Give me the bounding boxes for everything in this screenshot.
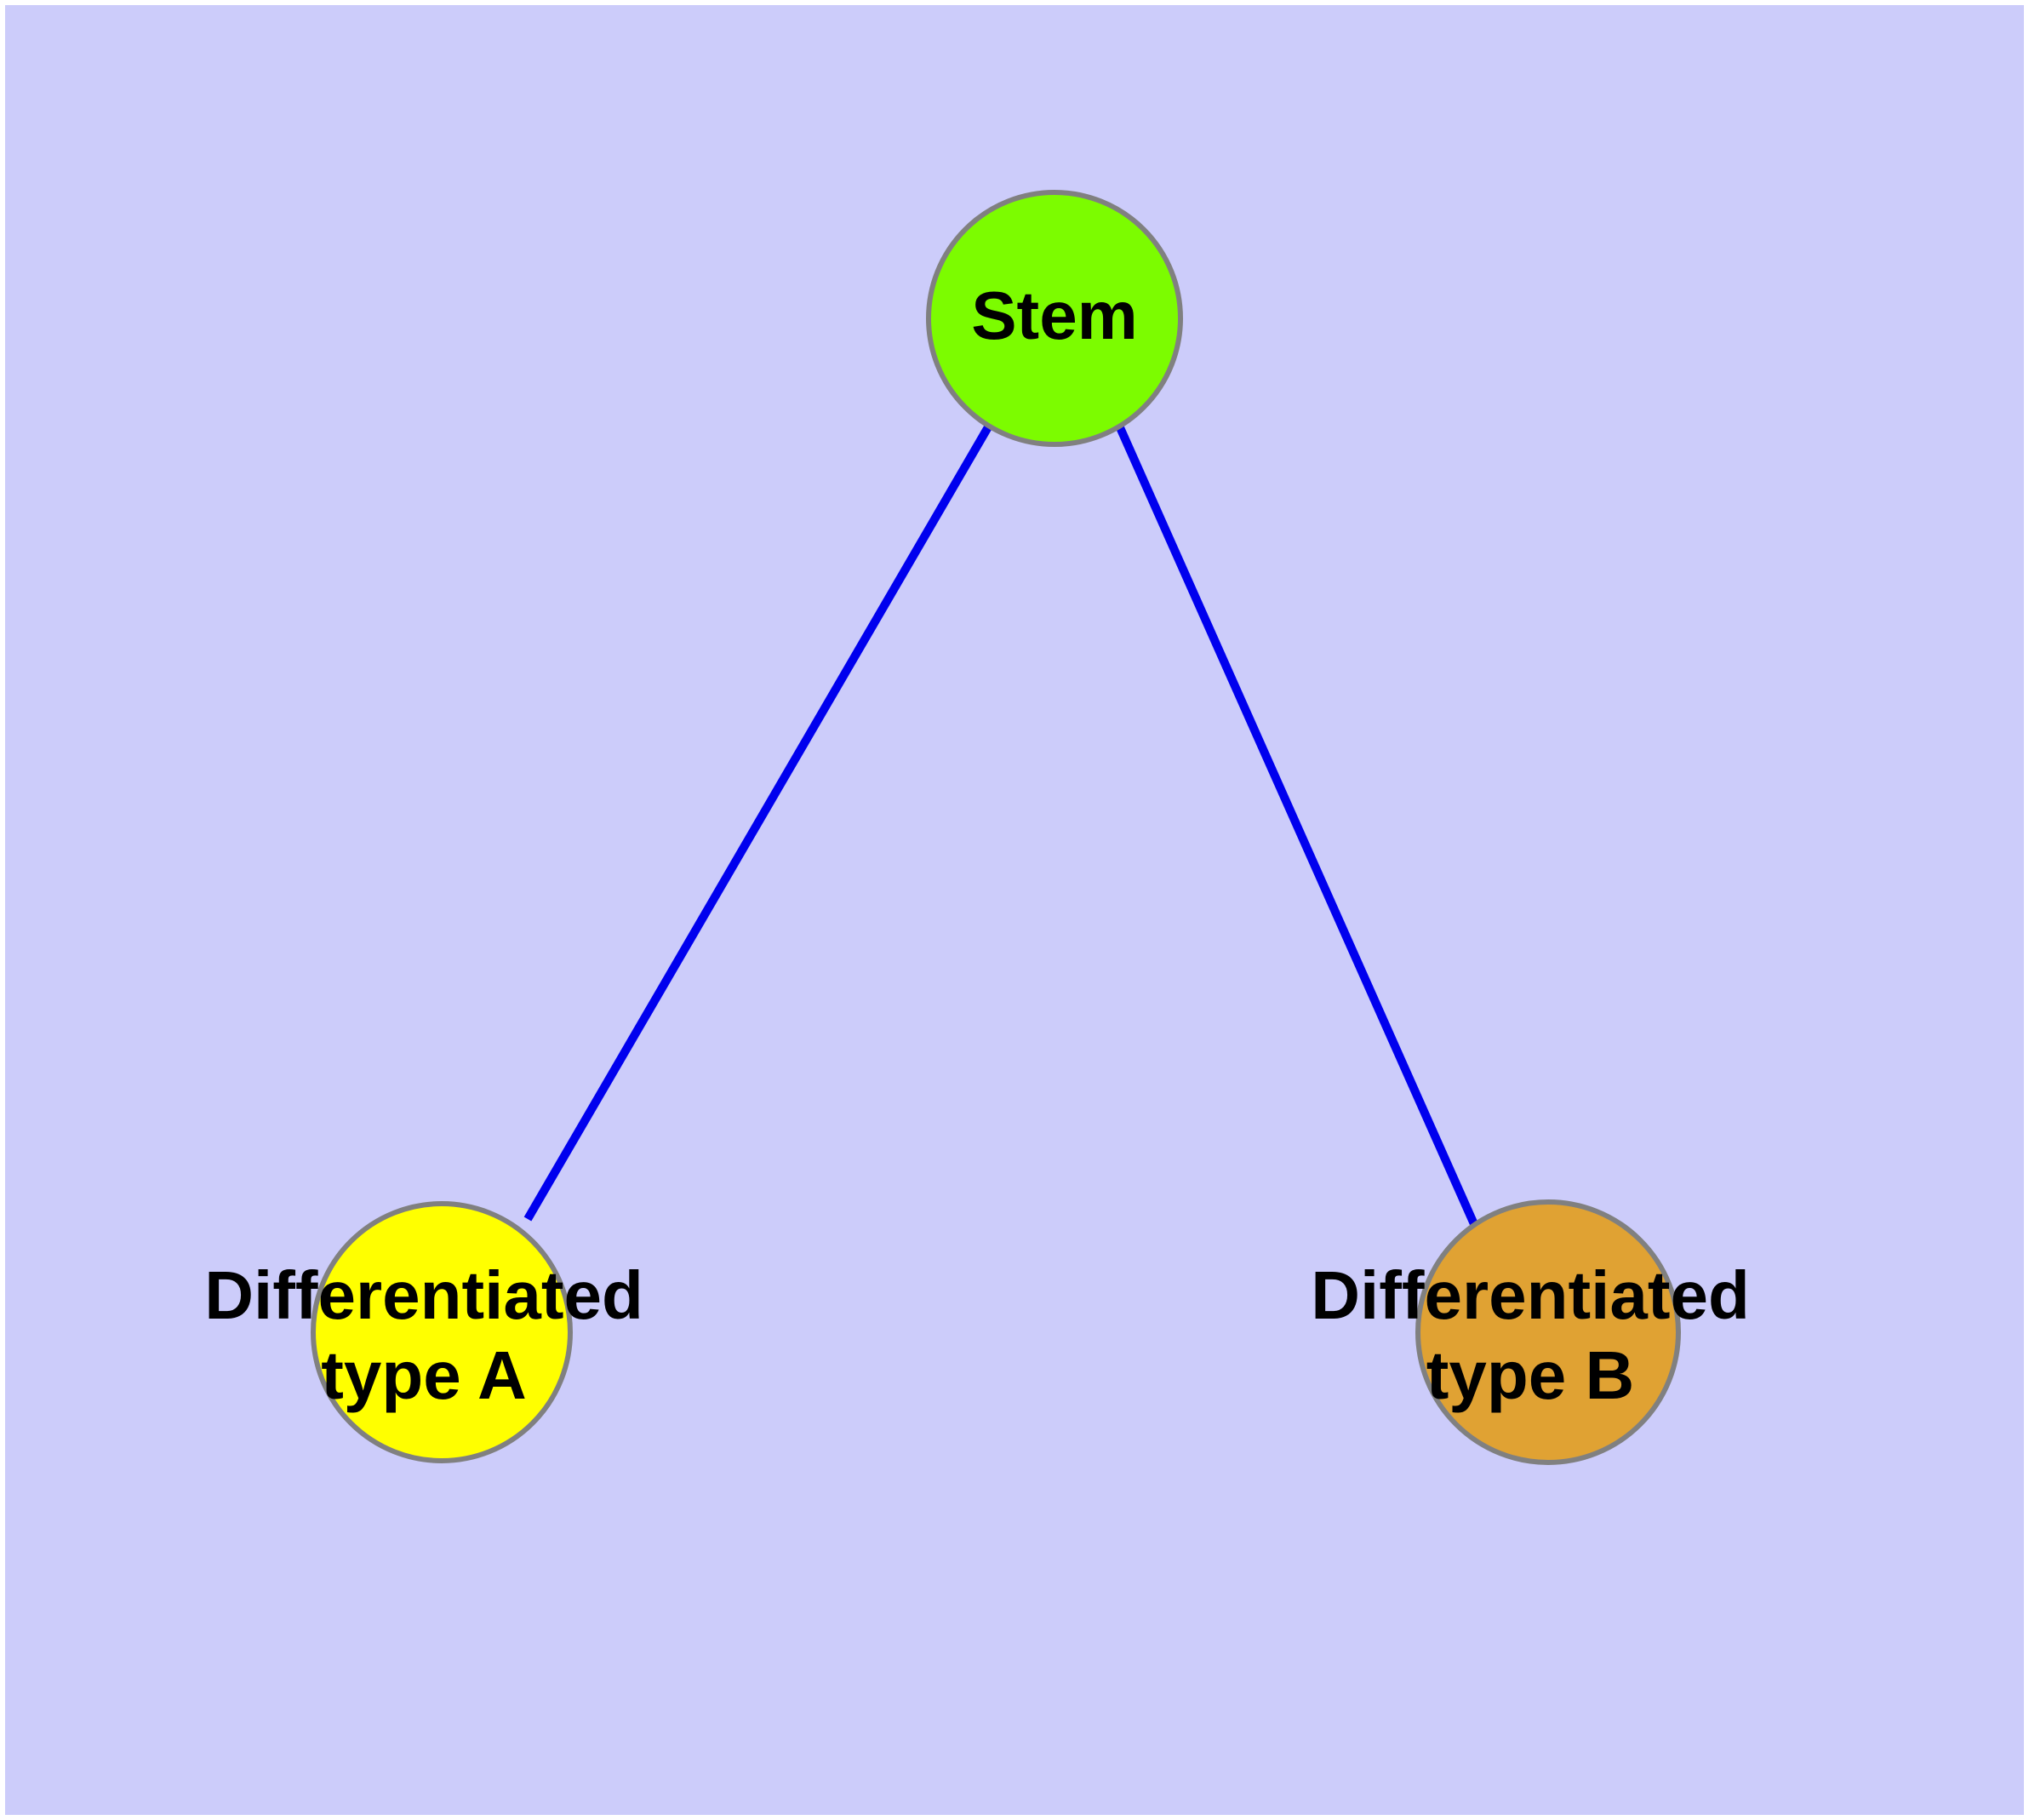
- node-stem-circle[interactable]: [926, 190, 1183, 447]
- node-differentiated-type-b-label-line1: Differentiated: [1311, 1257, 1750, 1333]
- node-differentiated-type-b-circle[interactable]: [1415, 1199, 1681, 1465]
- edge-layer: [523, 423, 1478, 1227]
- node-stem[interactable]: Stem: [926, 190, 1183, 447]
- node-differentiated-type-b-label-line2: type B: [1426, 1337, 1635, 1413]
- node-layer: Stem: [311, 190, 1681, 1465]
- node-differentiated-type-b[interactable]: [1415, 1199, 1681, 1465]
- node-stem-label-line1: Stem: [971, 278, 1138, 353]
- node-differentiated-type-a-label-line2: type A: [321, 1337, 527, 1413]
- edge-stem-to-differentiated-type-b[interactable]: [1115, 423, 1478, 1227]
- node-label-layer: Differentiated type A Differentiated typ…: [204, 1257, 1750, 1413]
- node-differentiated-type-a-circle[interactable]: [311, 1201, 573, 1463]
- node-differentiated-type-a-label-line1: Differentiated: [204, 1257, 643, 1333]
- node-differentiated-type-a[interactable]: [311, 1201, 573, 1463]
- edge-stem-to-differentiated-type-a[interactable]: [523, 423, 993, 1222]
